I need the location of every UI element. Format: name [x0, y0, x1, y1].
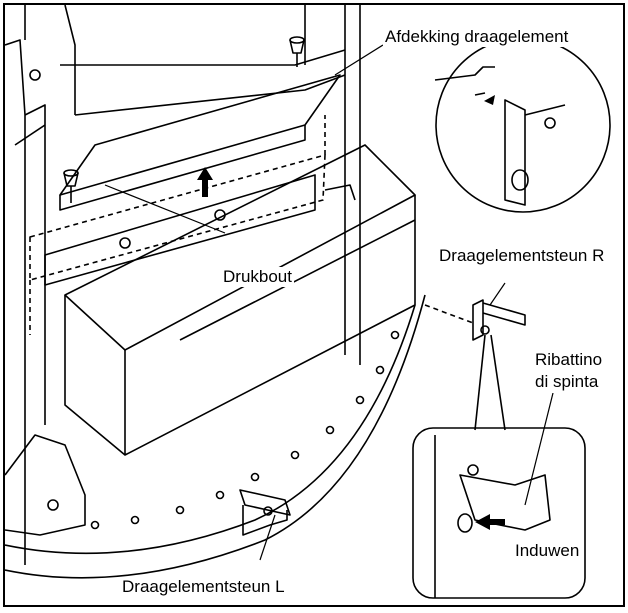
label-bracket-r: Draagelementsteun R — [437, 246, 607, 266]
leader-lines — [104, 44, 554, 561]
technical-drawing — [5, 5, 611, 599]
label-cover: Afdekking draagelement — [383, 27, 571, 47]
label-push: Induwen — [513, 541, 582, 561]
machine-frame — [5, 5, 86, 565]
round-base — [5, 294, 426, 579]
label-rivet: Ribattino di spinta — [533, 349, 605, 393]
bolt-left — [63, 169, 79, 203]
detail-circle-top — [434, 37, 611, 213]
lift-arrow — [197, 167, 213, 197]
detail-box-bottom — [412, 427, 586, 599]
hidden-outline — [29, 115, 326, 335]
bolt-top — [289, 36, 305, 67]
bracket-l — [239, 489, 291, 536]
bracket-r — [472, 299, 526, 341]
diagram-frame: Afdekking draagelement Drukbout Draagele… — [3, 3, 625, 607]
alignment-line — [424, 304, 474, 324]
cover-bar — [59, 74, 341, 211]
label-bracket-l: Draagelementsteun L — [120, 577, 287, 597]
push-arrow — [475, 514, 505, 530]
main-box — [64, 144, 416, 456]
label-bolt: Drukbout — [221, 267, 294, 287]
back-panels — [60, 5, 361, 365]
